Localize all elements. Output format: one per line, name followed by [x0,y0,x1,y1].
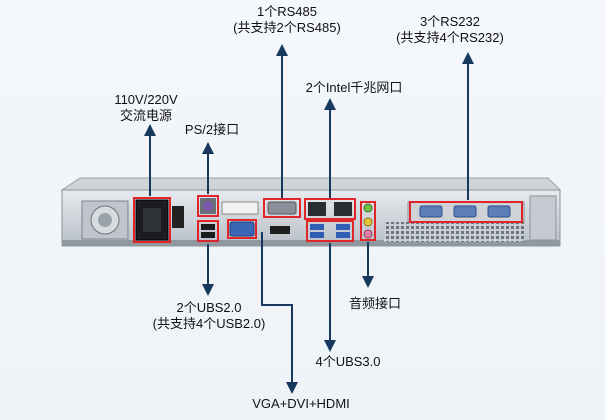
highlight-usb2 [197,220,219,242]
highlight-audio [360,201,376,241]
highlight-lan [304,198,356,220]
arrow-video [261,232,298,394]
label-usb2-line2: (共支持4个USB2.0) [152,316,266,331]
chassis-top [60,177,562,191]
label-intel-lan: 2个Intel千兆网口 [284,80,424,96]
lan-port-icon [308,202,326,216]
audio-jack-icon [363,229,373,239]
rs232-port-icon [453,205,477,218]
label-ps2: PS/2接口 [172,122,252,138]
highlight-power [133,197,171,243]
label-intel-lan-line1: 2个Intel千兆网口 [305,80,403,95]
rs485-port-icon [267,201,297,215]
highlight-usb3 [306,220,354,242]
label-rs485-line2: (共支持2个RS485) [233,20,341,35]
highlight-rs232 [409,201,523,223]
usb3-port-icon [310,232,324,238]
dvi-port-icon [221,201,259,215]
label-rs232: 3个RS232 (共支持4个RS232) [380,14,520,46]
power-socket-inner [143,208,161,232]
label-rs485: 1个RS485 (共支持2个RS485) [222,4,352,36]
label-usb2-line1: 2个UBS2.0 [176,300,242,315]
label-power: 110V/220V 交流电源 [96,92,196,124]
label-rs232-line1: 3个RS232 [420,14,480,29]
audio-jack-icon [363,203,373,213]
label-video: VGA+DVI+HDMI [236,396,366,412]
highlight-rs485 [263,198,301,218]
label-usb2: 2个UBS2.0 (共支持4个USB2.0) [138,300,280,332]
power-switch-icon [172,206,184,228]
usb3-port-icon [336,224,350,230]
rs232-port-icon [419,205,443,218]
vga-port-icon [229,221,255,237]
hdmi-port-icon [270,226,290,234]
label-power-line2: 交流电源 [119,108,172,123]
label-usb3: 4个UBS3.0 [298,354,398,370]
usb3-port-icon [310,224,324,230]
expansion-slot-cover [529,195,557,241]
vent-grille [384,222,524,242]
rs232-port-icon [487,205,511,218]
label-audio: 音频接口 [340,296,410,312]
ps2-connector [203,201,213,211]
label-rs485-line1: 1个RS485 [257,4,317,19]
label-audio-line1: 音频接口 [348,296,401,311]
fan-hub [98,213,112,227]
label-video-line1: VGA+DVI+HDMI [252,396,350,411]
label-ps2-line1: PS/2接口 [184,122,240,137]
label-usb3-line1: 4个UBS3.0 [315,354,381,369]
audio-jack-icon [363,217,373,227]
usb3-port-icon [336,232,350,238]
label-rs232-line2: (共支持4个RS232) [396,30,504,45]
highlight-vga [227,219,257,239]
usb2-port-icon [201,232,215,238]
usb2-port-icon [201,224,215,230]
chassis-bottom [62,240,560,246]
lan-port-icon [334,202,352,216]
highlight-boxes [133,195,523,243]
highlight-ps2 [197,195,219,217]
label-power-line1: 110V/220V [114,92,178,107]
